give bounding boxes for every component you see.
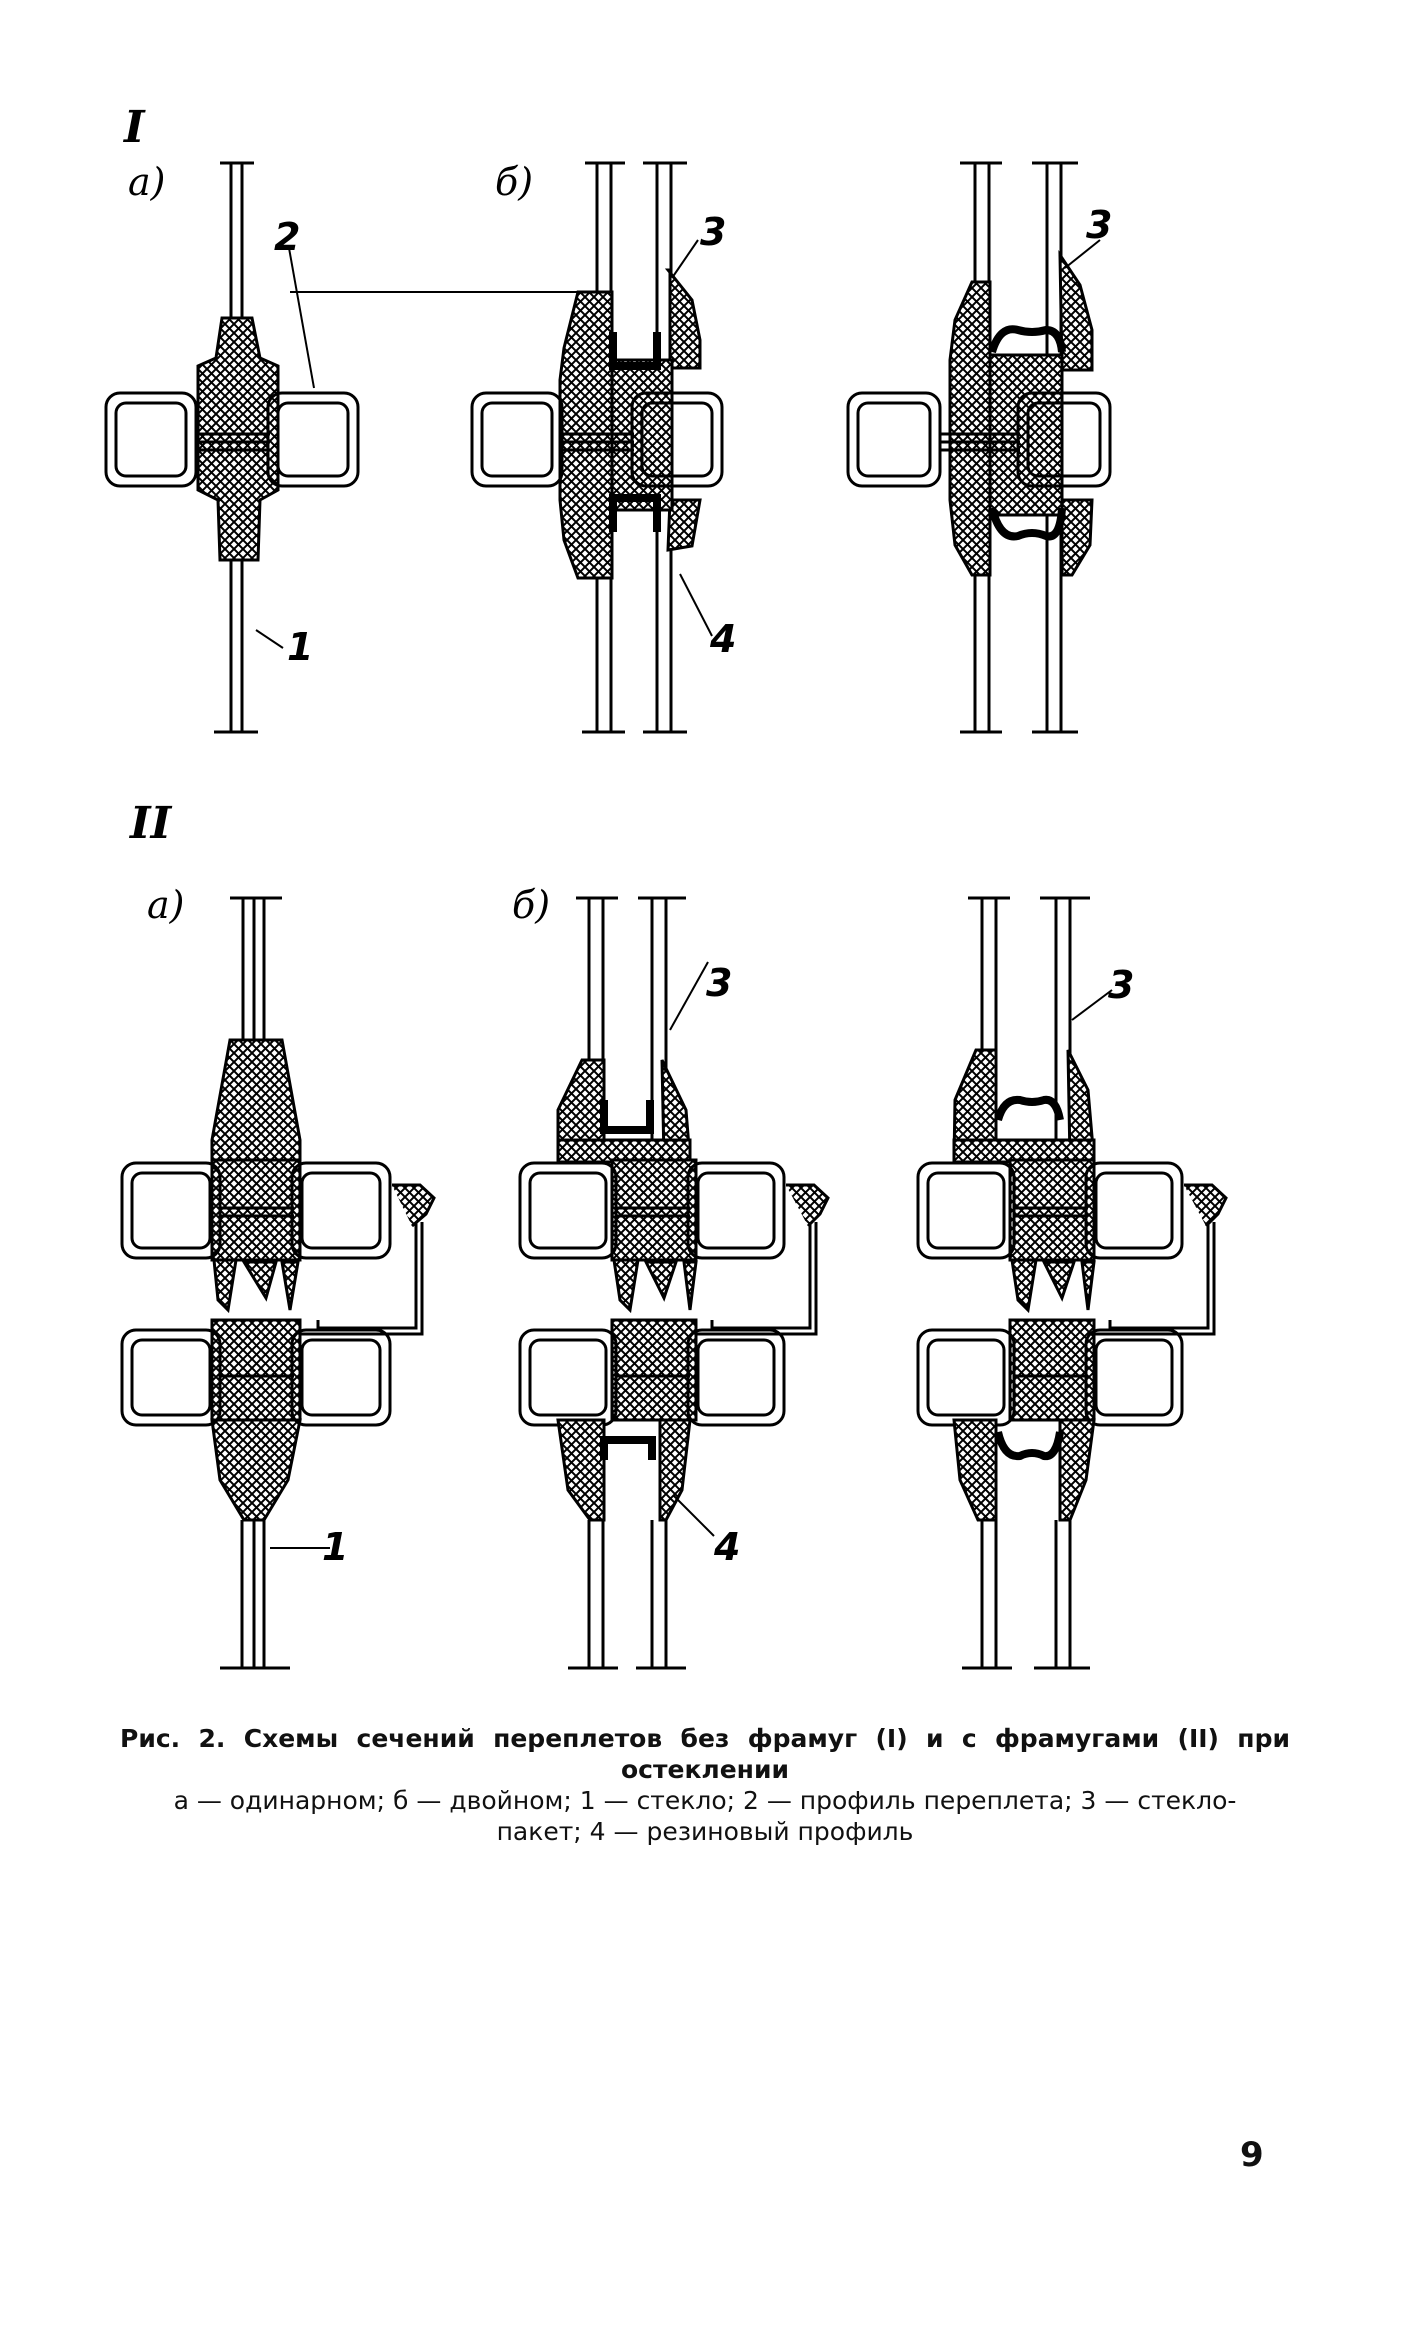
callout-1-II: 1 [322,1525,348,1569]
caption-legend-line-1: а — одинарном; б — двойном; 1 — стекло; … [173,1786,1237,1815]
callout-2: 2 [274,215,300,259]
callout-4-I: 4 [709,617,736,661]
callout-3-II-b: 3 [706,961,732,1005]
caption-legend-line-2: пакет; 4 — резиновый профиль [496,1817,914,1846]
group-I-label-a: а) [128,160,165,204]
section-I-b [290,161,724,734]
section-I-a [104,161,360,734]
callout-3-I-b: 3 [700,210,726,254]
group-II-label-a: а) [147,883,184,927]
page-number: 9 [1240,2135,1264,2175]
group-I-label-b: б) [495,160,533,204]
callout-1-I: 1 [287,625,313,669]
callout-3-I-c: 3 [1086,203,1112,247]
callout-4-II: 4 [713,1525,740,1569]
figure-caption: Рис. 2. Схемы сечений переплетов без фра… [120,1723,1290,1847]
group-II-heading: II [128,798,173,849]
section-I-c [846,161,1112,734]
section-II-b [518,896,830,1670]
section-II-c [916,896,1228,1670]
caption-title: Рис. 2. Схемы сечений переплетов без фра… [120,1724,1290,1784]
callout-3-II-c: 3 [1108,963,1134,1007]
section-II-a [120,896,436,1670]
group-I-heading: I [122,102,146,153]
group-II-label-b: б) [512,883,550,927]
